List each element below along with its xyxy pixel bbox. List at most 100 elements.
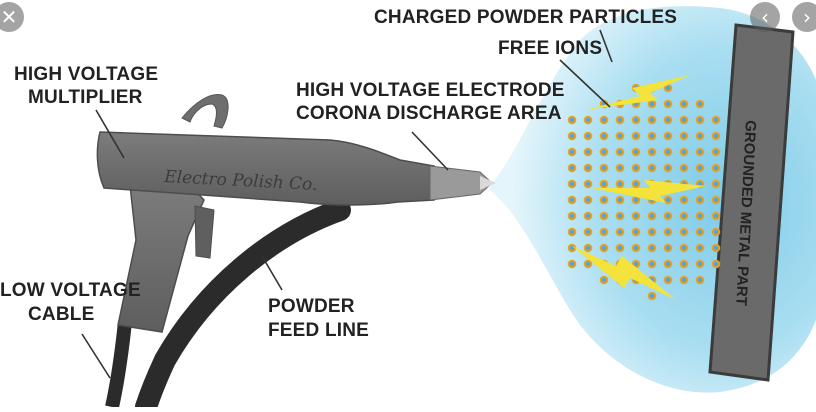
powder-particle: [679, 275, 689, 285]
gun-trigger: [194, 205, 215, 259]
powder-particle: [711, 195, 721, 205]
powder-particle: [631, 227, 641, 237]
ion-bolt: [572, 246, 676, 300]
powder-particle: [663, 115, 673, 125]
powder-particle: [663, 147, 673, 157]
label-free-ions: FREE IONS: [498, 38, 602, 59]
powder-particle: [679, 211, 689, 221]
close-icon[interactable]: ✕: [0, 2, 24, 32]
powder-particle: [711, 211, 721, 221]
powder-particle: [583, 227, 593, 237]
powder-particle: [567, 259, 577, 269]
powder-particle: [631, 147, 641, 157]
powder-particle: [583, 131, 593, 141]
powder-particle: [647, 291, 657, 301]
chevron-left-icon[interactable]: ‹: [750, 2, 780, 32]
powder-particle: [599, 115, 609, 125]
electrode-tip: [480, 176, 496, 190]
powder-particle: [567, 227, 577, 237]
grounded-metal-part: GROUNDED METAL PART: [708, 23, 795, 382]
powder-particle: [631, 131, 641, 141]
powder-particle: [631, 179, 641, 189]
powder-particle: [695, 259, 705, 269]
spray-gun: Electro Polish Co.: [96, 94, 496, 333]
powder-particle: [583, 115, 593, 125]
powder-particle: [711, 147, 721, 157]
powder-particle: [599, 147, 609, 157]
powder-particle: [711, 227, 721, 237]
powder-particle: [647, 163, 657, 173]
powder-particle: [599, 275, 609, 285]
powder-particle: [679, 195, 689, 205]
powder-particle: [647, 131, 657, 141]
powder-particle: [583, 243, 593, 253]
powder-particle: [679, 243, 689, 253]
powder-particle: [567, 163, 577, 173]
powder-particle: [711, 115, 721, 125]
powder-particle: [695, 147, 705, 157]
low-voltage-cable: [105, 321, 132, 409]
powder-particle: [647, 147, 657, 157]
powder-particle: [583, 259, 593, 269]
powder-particle: [663, 259, 673, 269]
powder-particle: [695, 115, 705, 125]
label-high-voltage-multiplier-2: MULTIPLIER: [28, 87, 143, 108]
powder-particle: [647, 243, 657, 253]
powder-particle: [599, 131, 609, 141]
ion-bolt: [584, 75, 690, 110]
leader-charged-particles: [599, 29, 613, 63]
powder-particle: [647, 115, 657, 125]
label-electrode-2: CORONA DISCHARGE AREA: [296, 103, 562, 124]
powder-particle: [631, 243, 641, 253]
label-low-voltage-cable-1: LOW VOLTAGE: [0, 280, 141, 301]
powder-particle: [711, 259, 721, 269]
powder-particle: [567, 243, 577, 253]
powder-particle: [615, 131, 625, 141]
label-powder-feed-1: POWDER: [268, 296, 355, 317]
powder-particle: [567, 115, 577, 125]
powder-particle: [711, 179, 721, 189]
powder-particle: [695, 163, 705, 173]
powder-particle: [663, 211, 673, 221]
leader-electrode: [411, 131, 449, 171]
ion-bolt: [592, 180, 706, 203]
powder-particle: [679, 99, 689, 109]
powder-particle: [631, 163, 641, 173]
powder-particle: [567, 131, 577, 141]
powder-particle: [615, 227, 625, 237]
powder-particle: [615, 179, 625, 189]
powder-particle: [583, 179, 593, 189]
powder-particle: [679, 147, 689, 157]
powder-particle: [695, 211, 705, 221]
powder-particle: [599, 163, 609, 173]
powder-particle: [695, 131, 705, 141]
powder-particle: [599, 227, 609, 237]
powder-particle: [663, 131, 673, 141]
powder-particle: [663, 243, 673, 253]
powder-particle: [711, 243, 721, 253]
label-electrode-1: HIGH VOLTAGE ELECTRODE: [296, 80, 565, 101]
powder-particle: [631, 211, 641, 221]
gun-nozzle: [429, 165, 493, 201]
leader-powder-feed: [261, 255, 283, 291]
powder-particle: [647, 211, 657, 221]
powder-particle: [615, 163, 625, 173]
powder-particle: [679, 115, 689, 125]
chevron-right-icon[interactable]: ›: [792, 2, 816, 32]
powder-particle: [679, 131, 689, 141]
leader-low-voltage-cable: [81, 333, 111, 379]
powder-particle: [631, 259, 641, 269]
label-charged-powder-particles: CHARGED POWDER PARTICLES: [374, 7, 677, 28]
powder-particle: [615, 211, 625, 221]
powder-particle: [615, 243, 625, 253]
powder-particle: [583, 211, 593, 221]
powder-particle: [567, 211, 577, 221]
powder-particle: [695, 243, 705, 253]
powder-particle: [663, 275, 673, 285]
powder-particle: [599, 243, 609, 253]
powder-particle: [599, 211, 609, 221]
powder-particle: [599, 195, 609, 205]
powder-particle: [631, 195, 641, 205]
label-low-voltage-cable-2: CABLE: [28, 304, 94, 325]
